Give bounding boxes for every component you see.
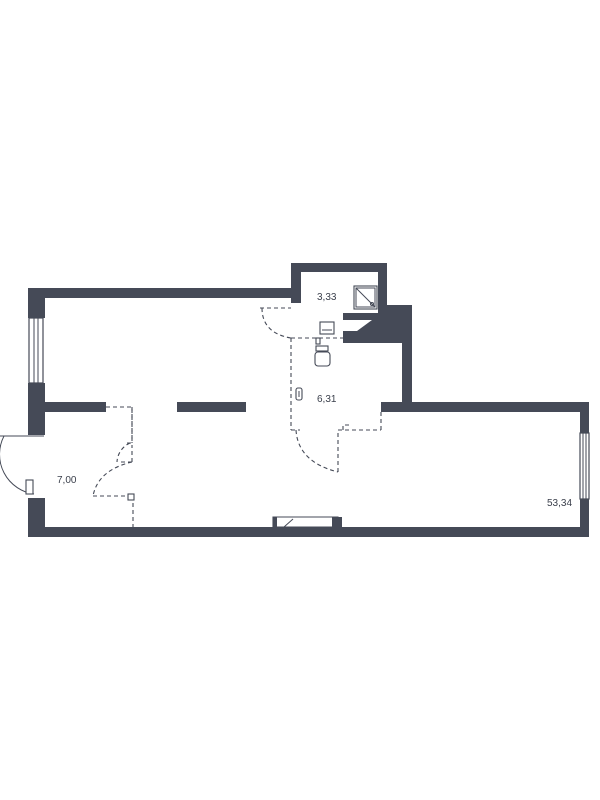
wall-shaft-right: [402, 305, 412, 409]
wall-bathroom-top: [343, 336, 412, 343]
area-label-hall: 7,00: [57, 475, 77, 486]
wall-top-right: [381, 402, 589, 412]
closet-hinge-marker: [127, 493, 135, 501]
wall-wc-top: [291, 263, 387, 272]
wall-bottom: [28, 527, 589, 537]
area-labels: 3,33 6,31 7,00 53,34: [57, 292, 572, 509]
wall-pier-wc: [291, 263, 301, 303]
wall-wc-right: [378, 263, 387, 311]
windows: [28, 317, 590, 500]
dashed-partitions: [92, 307, 382, 527]
washbasin: [319, 321, 335, 335]
walls: [28, 263, 589, 537]
shower-tray: [353, 285, 378, 310]
area-label-bathroom: 6,31: [317, 394, 337, 405]
wall-left-top: [28, 288, 45, 318]
wall-hall-partition: [45, 402, 106, 412]
wall-left-mid: [28, 383, 45, 435]
window-right: [579, 432, 590, 500]
wall-living-partition: [177, 402, 246, 412]
radiator-unit: [272, 516, 342, 528]
window-left: [28, 317, 44, 384]
entrance-door: [0, 435, 44, 495]
bath-partition-marker: [315, 337, 321, 345]
area-label-living: 53,34: [547, 498, 572, 509]
wall-left-bottom: [28, 498, 45, 537]
wall-step: [378, 305, 412, 313]
wall-shaft-block: [343, 313, 412, 343]
toilet: [314, 345, 331, 367]
area-label-wc: 3,33: [317, 292, 337, 303]
bath-drain: [295, 387, 303, 401]
fixtures: [272, 285, 378, 528]
wall-top-left: [28, 288, 300, 298]
